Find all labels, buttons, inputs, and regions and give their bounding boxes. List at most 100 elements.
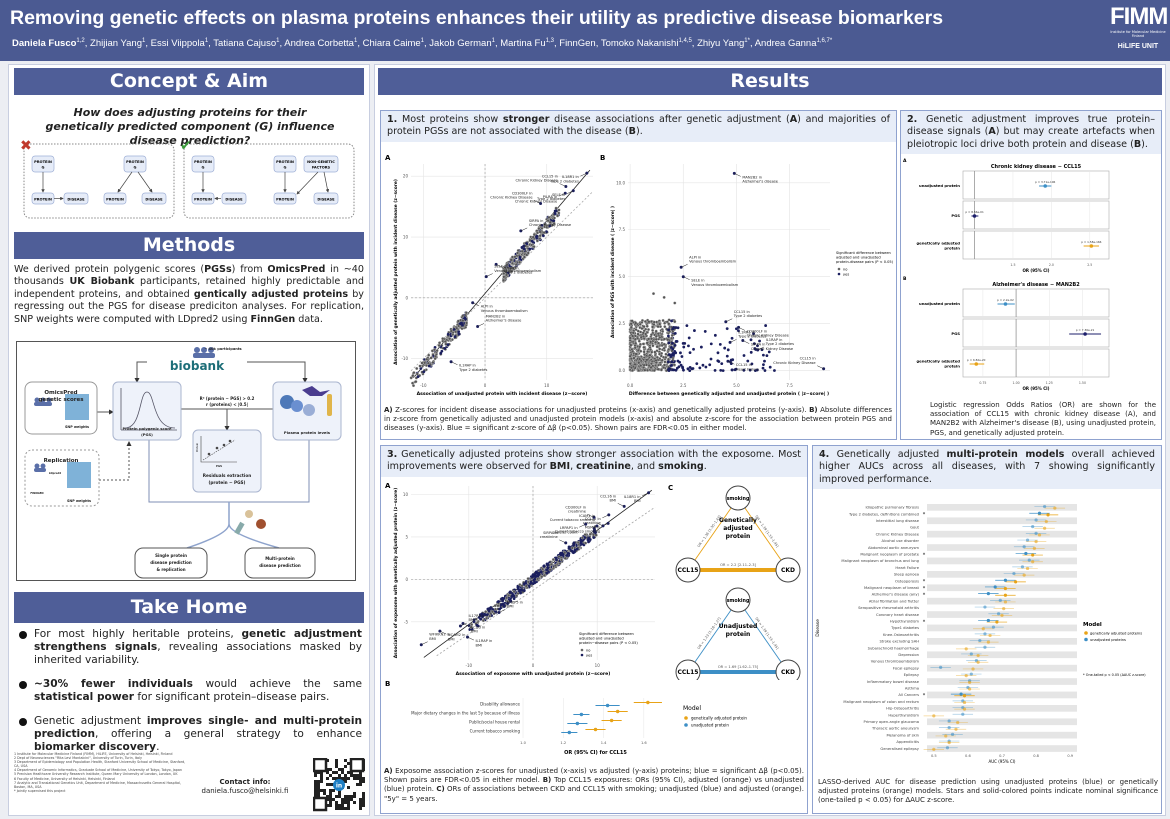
x-tick-label: 5.0 <box>733 383 740 388</box>
point-label: WFIKKN2 in <box>429 633 450 637</box>
point-label: CCL15 in <box>542 175 558 179</box>
significant-point <box>687 336 691 340</box>
qr-module <box>362 798 365 801</box>
qr-module <box>350 798 353 801</box>
x-axis-label: AUC (95% CI) <box>989 759 1016 764</box>
nonsignificant-point <box>532 233 536 237</box>
qr-module <box>326 795 329 798</box>
legend-label: unadjusted proteins <box>1090 638 1126 642</box>
significant-point <box>719 368 723 372</box>
nonsignificant-point <box>549 562 553 566</box>
network-node <box>725 587 751 613</box>
nonsignificant-point <box>658 335 662 340</box>
unadjusted-point <box>1022 545 1026 549</box>
nonsignificant-point <box>649 333 653 337</box>
author-affiliation-marker: 1,2 <box>76 38 85 44</box>
nonsignificant-point <box>662 337 666 341</box>
diagram-label: Multi-protein <box>265 556 295 561</box>
unadjusted-point <box>1003 578 1008 582</box>
unadjusted-point <box>947 726 951 730</box>
significant-point <box>472 618 476 622</box>
significant-point <box>579 538 583 542</box>
qr-module <box>359 804 362 807</box>
nonsignificant-point <box>645 341 649 345</box>
row-band <box>927 597 1077 605</box>
nonsignificant-point <box>542 231 546 235</box>
contact-email[interactable]: daniela.fusco@helsinki.fi <box>201 787 289 795</box>
significant-point <box>500 597 504 601</box>
qr-module <box>326 768 329 771</box>
qr-module <box>314 774 317 777</box>
emphasis-text: B <box>628 126 636 138</box>
concept-node-label: NON-GENETIC <box>307 160 335 164</box>
nonsignificant-point <box>662 342 666 346</box>
emphasis-text: BMI <box>549 461 571 473</box>
qr-module <box>359 774 362 777</box>
takehome-bullet: For most highly heritable proteins, gene… <box>16 628 362 667</box>
labeled-point <box>681 275 685 279</box>
qr-module <box>353 777 356 780</box>
panel-letter: B <box>903 276 907 282</box>
point-label: creatinine <box>540 535 559 539</box>
concept-node-label: PROTEIN <box>34 160 52 164</box>
nonsignificant-point <box>660 358 664 362</box>
linkedin-qr-code[interactable]: in <box>313 758 365 812</box>
nonsignificant-point <box>424 363 429 367</box>
nonsignificant-point <box>449 329 453 333</box>
result-panel-2: 2. Genetic adjustment improves true prot… <box>900 110 1162 440</box>
nonsignificant-point <box>651 325 655 329</box>
disease-label: Asthma <box>905 687 919 691</box>
nonsignificant-point <box>629 325 633 329</box>
significant-point <box>496 600 500 604</box>
nonsignificant-point <box>461 314 465 318</box>
significant-point <box>475 623 479 627</box>
nonsignificant-point <box>643 353 647 357</box>
nonsignificant-point <box>505 596 509 600</box>
nonsignificant-point <box>651 328 655 332</box>
nonsignificant-point <box>507 593 511 597</box>
nonsignificant-point <box>643 368 647 372</box>
nonsignificant-point <box>655 355 659 359</box>
emphasis-text: A <box>988 126 996 138</box>
body-text: Exposome association z-scores for unadju… <box>384 767 804 785</box>
significant-point <box>681 366 685 370</box>
row-band <box>927 638 1077 645</box>
qr-module <box>350 774 353 777</box>
facet-box <box>962 318 1110 348</box>
concept-node-label: PROTEIN <box>126 160 144 164</box>
diagram-label: Replication <box>44 458 79 464</box>
nonsignificant-point <box>526 251 530 255</box>
qr-module <box>320 780 323 783</box>
significant-point <box>529 582 532 585</box>
significant-point <box>685 324 689 328</box>
label-leader <box>729 339 737 343</box>
significant-point <box>695 362 699 366</box>
adjusted-point <box>1003 593 1008 597</box>
row-label: protein <box>944 246 960 251</box>
significant-point <box>748 368 752 372</box>
labeled-point <box>607 513 611 517</box>
nonsignificant-point <box>628 336 632 340</box>
point-label: Type 2 diabetes <box>765 342 794 346</box>
significant-point <box>498 607 501 611</box>
point-estimate <box>1083 332 1087 336</box>
qr-module <box>326 804 329 807</box>
legend-label: no <box>586 648 590 652</box>
significant-point <box>443 347 447 350</box>
y-tick-label: 10 <box>403 235 409 240</box>
legend-marker <box>580 648 584 652</box>
disease-label: Subarachnoid haemorrhage <box>868 646 920 650</box>
point-label: Chronic Kidney Disease <box>773 361 816 365</box>
affiliations: 1 Institute for Molecular Medicine Finla… <box>14 752 189 793</box>
qr-module <box>353 792 356 795</box>
x-tick-label: 0.9 <box>1067 754 1073 758</box>
significant-point <box>673 343 677 347</box>
significant-point <box>693 329 696 332</box>
panel-1-caption: A) Z-scores for incident disease associa… <box>384 406 892 434</box>
nonsignificant-point <box>461 319 465 323</box>
unadjusted-point <box>961 712 965 716</box>
unadjusted-point <box>1043 504 1047 509</box>
label-leader <box>642 492 649 497</box>
nonsignificant-point <box>426 361 430 365</box>
